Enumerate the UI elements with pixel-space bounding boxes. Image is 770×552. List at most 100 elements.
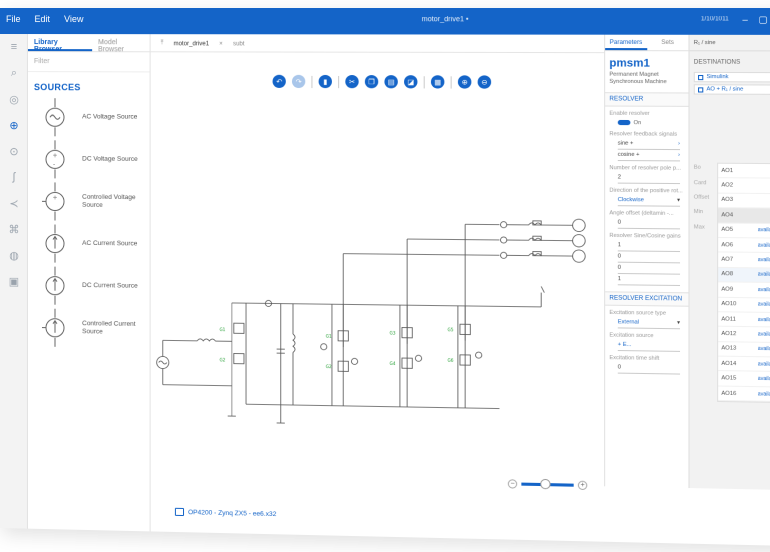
list-item[interactable]: AO5available (718, 223, 770, 238)
toolbar-divider (424, 76, 425, 88)
simulink-checkbox[interactable]: Simulink (694, 72, 770, 83)
hamburger-icon[interactable]: ≡ (0, 34, 28, 60)
gain-field[interactable]: 1 (618, 276, 680, 286)
exc-delay-field[interactable]: 0 (618, 364, 680, 374)
chevron-icon[interactable]: › (678, 152, 680, 160)
tab-library-browser[interactable]: Library Browser (28, 34, 92, 51)
channel-name: AO4 (721, 212, 733, 218)
tab-close-icon[interactable]: × (219, 41, 223, 51)
list-item[interactable]: AO12 available (718, 327, 770, 343)
zoom-minus-button[interactable]: − (508, 479, 517, 488)
library-item[interactable]: AC Voltage Source (28, 96, 150, 139)
param-gains: Resolver Sine/Cosine gains 1 0 0 1 (605, 229, 688, 286)
minimize-icon[interactable]: – (743, 14, 748, 25)
direction-select[interactable]: Clockwise▾ (618, 197, 680, 207)
circuit-schematic[interactable]: G1 G2 G3 G4 G5 G6 G1 G2 (151, 101, 604, 431)
library-item[interactable]: + Controlled Voltage Source (28, 180, 150, 223)
svg-text:G6: G6 (448, 358, 454, 363)
copy-icon[interactable]: ❐ (365, 75, 378, 88)
gain-field[interactable]: 0 (618, 253, 680, 263)
zoom-out-icon[interactable]: ⊖ (478, 75, 492, 88)
list-item[interactable]: AO15available (718, 372, 770, 388)
meter-category-icon[interactable]: ◍ (0, 242, 28, 268)
param-enable: Enable resolver On (605, 107, 688, 128)
tab-sets[interactable]: Sets (647, 35, 689, 50)
eye-icon[interactable]: ◎ (0, 86, 28, 112)
probe-category-icon[interactable]: ⊙ (0, 138, 28, 164)
library-item-label: DC Current Source (82, 282, 142, 291)
tab-model-browser[interactable]: Model Browser (92, 34, 150, 51)
component-description: Permanent Magnet Synchronous Machine (605, 72, 688, 87)
field-value: 0 (618, 220, 621, 228)
zoom-slider-knob[interactable] (540, 479, 550, 489)
inductor-category-icon[interactable]: ʃ (0, 164, 28, 190)
list-item[interactable]: AO11available (718, 312, 770, 328)
tab-motor-drive[interactable]: motor_drive1 (174, 41, 210, 51)
list-item[interactable]: AO1 (718, 164, 770, 179)
app-window: File Edit View motor_drive1 • 1/10/1011 … (0, 8, 770, 546)
enable-toggle[interactable] (618, 120, 631, 125)
zoom-slider[interactable] (521, 483, 573, 487)
library-item[interactable]: AC Current Source (28, 222, 150, 265)
switch-category-icon[interactable]: ≺ (0, 190, 28, 216)
list-item[interactable]: AO9available (718, 282, 770, 298)
channel-name: AO11 (721, 316, 736, 322)
paste-icon[interactable]: ▤ (384, 75, 397, 88)
zoom-plus-button[interactable]: + (578, 481, 587, 490)
cut-icon[interactable]: ✂ (345, 75, 358, 88)
sine-signal-field[interactable]: sine +› (618, 140, 680, 150)
channel-name: AO12 (721, 331, 736, 337)
list-item[interactable]: AO4 (718, 208, 770, 223)
list-item[interactable]: AO2 (718, 179, 770, 194)
menu-edit[interactable]: Edit (34, 14, 50, 24)
library-item[interactable]: Controlled Current Source (28, 306, 150, 350)
poles-field[interactable]: 2 (618, 174, 680, 184)
side-label: Min (694, 205, 715, 220)
list-item[interactable]: AO14available (718, 357, 770, 373)
tab-up-icon[interactable]: ⤒ (161, 40, 164, 51)
menu-view[interactable]: View (64, 14, 83, 24)
channel-name: AO8 (721, 271, 733, 277)
delete-icon[interactable]: ▮ (319, 75, 332, 88)
chevron-icon[interactable]: › (678, 141, 680, 149)
list-item[interactable]: AO10available (718, 297, 770, 313)
group-icon[interactable]: ▦ (431, 75, 444, 88)
target-status[interactable]: OP4200 - Zynq ZX5 - ee6.x32 (175, 508, 276, 518)
svg-text:+: + (52, 194, 57, 201)
duplicate-icon[interactable]: ◪ (404, 75, 417, 88)
ao-checkbox[interactable]: AO + R₁ / sine (694, 84, 770, 95)
maximize-icon[interactable]: ▢ (758, 14, 767, 25)
tab-subt[interactable]: subt (233, 41, 245, 51)
destination-side-labels: Bo Card Offset Min Max (694, 160, 715, 234)
list-item[interactable]: AO3 (718, 193, 770, 208)
library-item[interactable]: DC Current Source (28, 264, 150, 308)
redo-icon[interactable]: ↷ (292, 75, 305, 88)
search-icon[interactable]: ⌕ (0, 60, 28, 86)
schematic-editor[interactable]: ⤒ motor_drive1 × subt ↶ ↷ ▮ ✂ ❐ ▤ ◪ ▦ ⊕ … (151, 34, 604, 542)
undo-icon[interactable]: ↶ (273, 75, 286, 88)
list-item[interactable]: AO7available (718, 253, 770, 269)
filter-input[interactable]: Filter (28, 52, 150, 72)
cosine-signal-field[interactable]: cosine +› (618, 152, 680, 162)
library-item[interactable]: + - DC Voltage Source (28, 138, 150, 181)
list-item[interactable]: AO6available (718, 238, 770, 254)
tab-parameters[interactable]: Parameters (605, 35, 647, 50)
list-item[interactable]: AO8available (718, 268, 770, 284)
machine-category-icon[interactable]: ⌘ (0, 216, 28, 242)
svg-text:+: + (52, 152, 57, 159)
channel-status: available (758, 331, 770, 337)
target-chip-icon (175, 508, 184, 516)
gain-field[interactable]: 0 (618, 265, 680, 275)
field-value: Clockwise (618, 197, 644, 205)
section-resolver[interactable]: RESOLVER (605, 92, 688, 107)
zoom-in-icon[interactable]: ⊕ (458, 75, 472, 88)
menu-file[interactable]: File (6, 14, 20, 24)
gain-field[interactable]: 1 (618, 242, 680, 252)
chart-category-icon[interactable]: ▣ (0, 268, 28, 294)
list-item[interactable]: AO13available (718, 342, 770, 358)
channel-name: AO9 (721, 286, 733, 292)
toggle-value: On (634, 120, 642, 126)
list-item[interactable]: AO16available (718, 386, 770, 402)
sources-category-icon[interactable]: ⊕ (0, 112, 28, 138)
section-excitation[interactable]: RESOLVER EXCITATION (605, 291, 688, 306)
